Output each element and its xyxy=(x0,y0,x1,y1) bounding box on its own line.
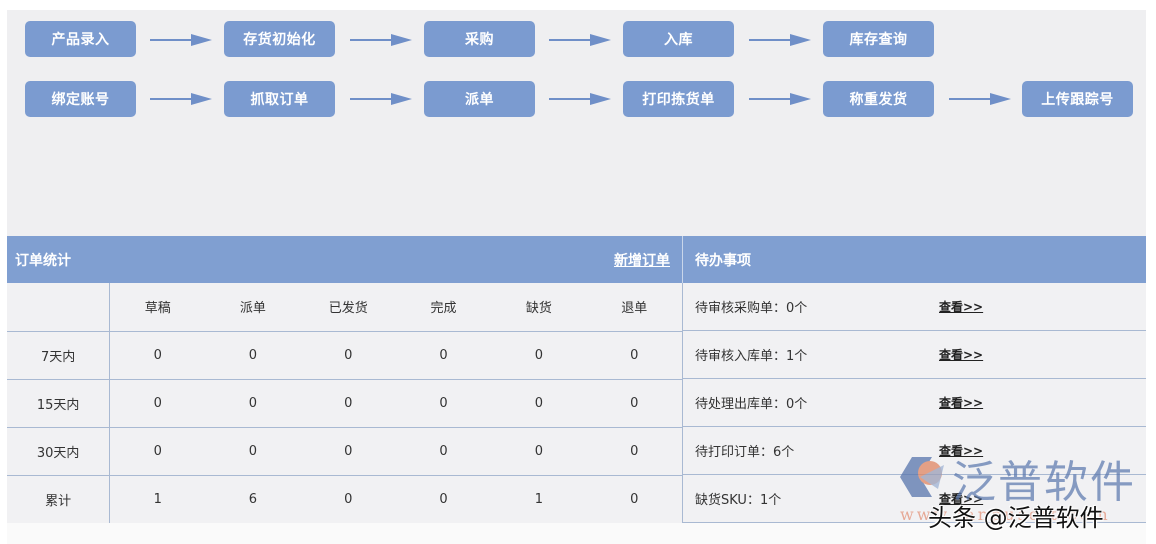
table-cell: 0 xyxy=(586,331,682,380)
table-row: 15天内 0 0 0 0 0 0 xyxy=(7,379,682,428)
flow-step-product-entry[interactable]: 产品录入 xyxy=(25,21,136,57)
right-arrow-icon xyxy=(549,34,611,46)
todo-item: 待审核入库单：1个 查看>> xyxy=(683,331,1146,379)
column-header-draft: 草稿 xyxy=(109,283,206,332)
right-arrow-icon xyxy=(150,93,212,105)
todo-text: 待处理出库单：0个 xyxy=(695,397,808,412)
table-cell: 0 xyxy=(491,379,587,428)
flow-step-label: 称重发货 xyxy=(849,92,908,108)
flow-step-purchase[interactable]: 采购 xyxy=(424,21,535,57)
table-cell: 0 xyxy=(205,379,301,428)
column-header-completed: 完成 xyxy=(395,283,492,332)
column-header xyxy=(7,283,111,332)
row-label: 15天内 xyxy=(7,379,111,428)
order-stats-title: 订单统计 xyxy=(15,252,71,269)
flow-step-label: 入库 xyxy=(664,32,693,48)
flow-step-label: 产品录入 xyxy=(51,32,110,48)
flow-step-print-picklist[interactable]: 打印拣货单 xyxy=(623,81,734,117)
right-arrow-icon xyxy=(350,93,412,105)
table-cell: 0 xyxy=(491,427,587,476)
right-arrow-icon xyxy=(150,34,212,46)
table-cell: 0 xyxy=(109,427,206,476)
table-cell: 0 xyxy=(395,379,492,428)
right-arrow-icon xyxy=(549,93,611,105)
watermark-url: www.fanpusoft.com xyxy=(900,505,1111,524)
table-cell: 0 xyxy=(109,331,206,380)
table-cell: 6 xyxy=(205,475,301,524)
table-cell: 0 xyxy=(300,427,396,476)
table-cell: 0 xyxy=(395,475,492,524)
table-cell: 0 xyxy=(205,427,301,476)
watermark-brand: 泛普软件 xyxy=(952,457,1136,508)
bottom-margin xyxy=(7,523,1146,544)
order-stats-table: 草稿 派单 已发货 完成 缺货 退单 7天内 0 0 0 0 0 0 15天内 … xyxy=(7,283,682,524)
flow-step-bind-account[interactable]: 绑定账号 xyxy=(25,81,136,117)
flow-step-fetch-orders[interactable]: 抓取订单 xyxy=(224,81,335,117)
flow-step-label: 派单 xyxy=(465,92,494,108)
row-label: 30天内 xyxy=(7,427,111,476)
todo-header: 待办事项 xyxy=(683,236,1146,283)
todo-text: 待打印订单：6个 xyxy=(695,445,795,460)
order-stats-header: 订单统计 新增订单 xyxy=(7,236,682,283)
column-header-dispatched: 派单 xyxy=(205,283,301,332)
view-link[interactable]: 查看>> xyxy=(939,444,984,458)
view-link[interactable]: 查看>> xyxy=(939,396,984,410)
table-cell: 0 xyxy=(300,379,396,428)
row-label: 7天内 xyxy=(7,331,111,380)
flow-step-label: 绑定账号 xyxy=(51,92,110,108)
table-cell: 0 xyxy=(491,331,587,380)
flow-step-inventory-query[interactable]: 库存查询 xyxy=(823,21,934,57)
table-row: 累计 1 6 0 0 1 0 xyxy=(7,475,682,524)
view-link[interactable]: 查看>> xyxy=(939,492,984,506)
table-row: 7天内 0 0 0 0 0 0 xyxy=(7,331,682,380)
flow-step-label: 采购 xyxy=(465,32,494,48)
right-arrow-icon xyxy=(749,34,811,46)
table-cell: 0 xyxy=(205,331,301,380)
table-row: 30天内 0 0 0 0 0 0 xyxy=(7,427,682,476)
column-header-out-of-stock: 缺货 xyxy=(491,283,587,332)
table-cell: 1 xyxy=(491,475,587,524)
table-cell: 0 xyxy=(300,331,396,380)
view-link[interactable]: 查看>> xyxy=(939,300,984,314)
todo-list: 待审核采购单：0个 查看>> 待审核入库单：1个 查看>> 待处理出库单：0个 … xyxy=(682,283,1146,523)
table-cell: 0 xyxy=(586,379,682,428)
flow-step-label: 抓取订单 xyxy=(250,92,309,108)
column-header-returned: 退单 xyxy=(586,283,682,332)
todo-text: 缺货SKU：1个 xyxy=(695,493,782,508)
row-label: 累计 xyxy=(7,475,111,524)
todo-title: 待办事项 xyxy=(695,252,751,269)
flow-step-weigh-ship[interactable]: 称重发货 xyxy=(823,81,934,117)
right-arrow-icon xyxy=(350,34,412,46)
todo-item: 缺货SKU：1个 查看>> xyxy=(683,475,1146,523)
table-cell: 0 xyxy=(586,427,682,476)
table-cell: 0 xyxy=(300,475,396,524)
flow-step-dispatch[interactable]: 派单 xyxy=(424,81,535,117)
table-cell: 1 xyxy=(109,475,206,524)
flow-step-label: 库存查询 xyxy=(849,32,908,48)
todo-text: 待审核入库单：1个 xyxy=(695,349,808,364)
table-cell: 0 xyxy=(109,379,206,428)
todo-item: 待处理出库单：0个 查看>> xyxy=(683,379,1146,427)
flow-step-stock-in[interactable]: 入库 xyxy=(623,21,734,57)
table-cell: 0 xyxy=(586,475,682,524)
brand-logo-icon xyxy=(900,457,944,497)
flow-step-upload-tracking[interactable]: 上传跟踪号 xyxy=(1022,81,1133,117)
view-link[interactable]: 查看>> xyxy=(939,348,984,362)
right-arrow-icon xyxy=(749,93,811,105)
flow-step-label: 存货初始化 xyxy=(243,32,316,48)
workflow-panel xyxy=(7,10,1146,236)
todo-item: 待审核采购单：0个 查看>> xyxy=(683,283,1146,331)
flow-step-label: 上传跟踪号 xyxy=(1041,92,1114,108)
table-header-row: 草稿 派单 已发货 完成 缺货 退单 xyxy=(7,283,682,332)
header-divider xyxy=(682,236,683,283)
column-header-shipped: 已发货 xyxy=(300,283,396,332)
table-cell: 0 xyxy=(395,427,492,476)
right-arrow-icon xyxy=(949,93,1011,105)
todo-text: 待审核采购单：0个 xyxy=(695,301,808,316)
table-cell: 0 xyxy=(395,331,492,380)
new-order-link[interactable]: 新增订单 xyxy=(614,252,670,269)
flow-step-inventory-init[interactable]: 存货初始化 xyxy=(224,21,335,57)
flow-step-label: 打印拣货单 xyxy=(642,92,715,108)
watermark-credit: 头条 @泛普软件 xyxy=(928,504,1104,532)
